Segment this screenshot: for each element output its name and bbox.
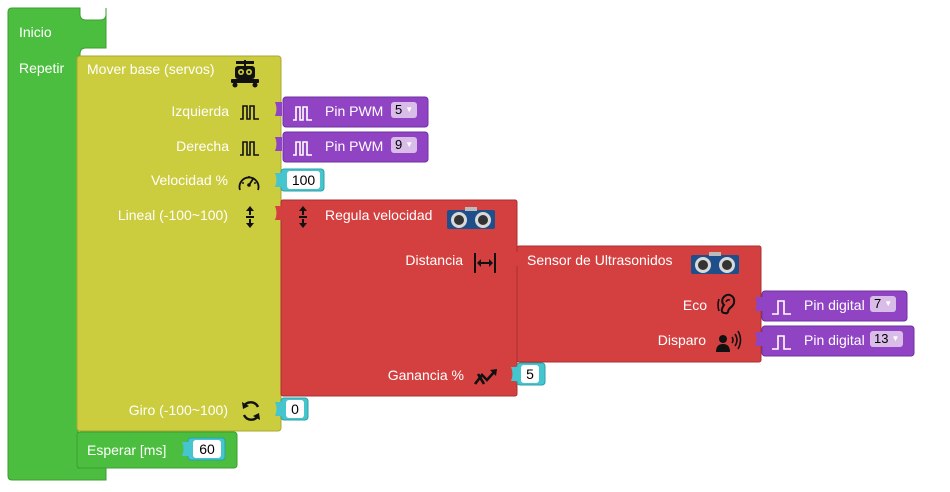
giro-value-field[interactable]: 0 <box>286 400 304 418</box>
ganancia-label: Ganancia % <box>387 367 464 383</box>
pwm-signal-icon <box>240 141 259 156</box>
ultrasonic-sensor-icon <box>447 207 495 229</box>
distance-icon <box>474 253 496 273</box>
esperar-label: Esperar [ms] <box>87 442 167 458</box>
velocidad-label: Velocidad % <box>150 172 228 188</box>
ganancia-value-field[interactable]: 5 <box>521 365 539 383</box>
ultrasonic-sensor-icon <box>691 252 739 274</box>
pin-pwm-derecha-label: Pin PWM <box>325 138 384 154</box>
pin-digital-disparo-dropdown[interactable]: 13▼ <box>870 331 904 347</box>
velocidad-value-field[interactable]: 100 <box>287 171 320 189</box>
pin-digital-eco-dropdown[interactable]: 7▼ <box>870 296 897 312</box>
distancia-label: Distancia <box>405 252 463 268</box>
pin-pwm-izquierda-label: Pin PWM <box>325 103 384 119</box>
lineal-label: Lineal (-100~100) <box>117 207 228 223</box>
esperar-value-field[interactable]: 60 <box>193 440 221 458</box>
disparo-label: Disparo <box>657 332 706 348</box>
digital-signal-icon <box>772 335 791 350</box>
inicio-label: Inicio <box>19 24 52 40</box>
speaker-person-icon <box>716 330 742 352</box>
izquierda-label: Izquierda <box>171 103 229 119</box>
pin-digital-eco-label: Pin digital <box>804 297 865 313</box>
repetir-label: Repetir <box>19 60 65 76</box>
pin-pwm-izquierda-dropdown[interactable]: 5▼ <box>391 102 418 118</box>
dropdown-arrow-icon: ▼ <box>884 299 893 308</box>
up-down-arrows-icon <box>246 206 254 228</box>
pin-pwm-derecha-dropdown[interactable]: 9▼ <box>391 137 418 153</box>
pin-digital-disparo-label: Pin digital <box>804 332 865 348</box>
giro-label: Giro (-100~100) <box>128 402 228 418</box>
derecha-label: Derecha <box>176 138 229 154</box>
dropdown-arrow-icon: ▼ <box>405 105 414 114</box>
pwm-signal-icon <box>293 141 312 156</box>
dropdown-arrow-icon: ▼ <box>891 334 900 343</box>
sensor-ultrasonidos-title: Sensor de Ultrasonidos <box>527 252 673 268</box>
regula-velocidad-title: Regula velocidad <box>325 207 433 223</box>
digital-signal-icon <box>772 300 791 315</box>
rotate-icon <box>242 401 260 421</box>
dropdown-arrow-icon: ▼ <box>405 140 414 149</box>
ear-icon <box>717 293 736 315</box>
speed-gain-icon <box>473 369 497 385</box>
robot-icon <box>231 60 259 88</box>
up-down-arrows-icon <box>299 206 307 228</box>
inicio-repetir-block-shape[interactable] <box>7 7 107 481</box>
pwm-signal-icon <box>240 105 259 120</box>
mover-base-title: Mover base (servos) <box>87 61 215 77</box>
eco-label: Eco <box>682 297 707 313</box>
pwm-signal-icon <box>293 106 312 121</box>
speedometer-icon <box>238 176 260 191</box>
